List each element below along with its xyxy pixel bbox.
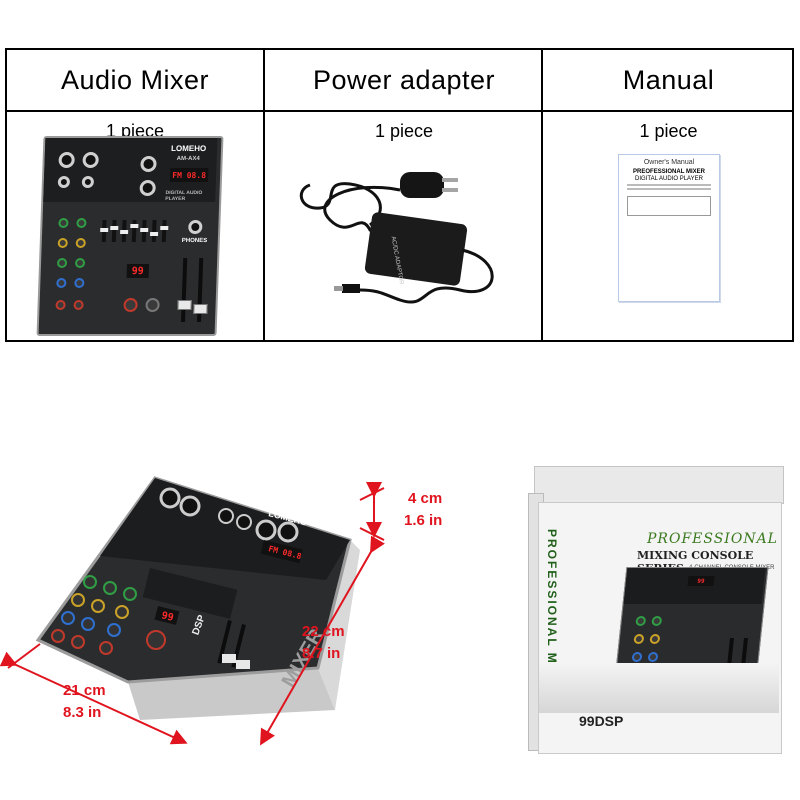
- box-display: 99: [687, 576, 715, 586]
- item-quantity: 1 piece: [639, 121, 698, 141]
- adapter-plug-pin: [442, 178, 458, 182]
- contents-column-manual: Manual 1 piece: [541, 50, 794, 340]
- knob: [103, 581, 117, 595]
- height-leader: [359, 527, 385, 541]
- manual-image: Owner's Manual PREOFESSIONAL MIXER DIGIT…: [618, 154, 720, 302]
- product-box: PROFESSIONAL MIXING CONSOLE SERIES 4-CHA…: [538, 502, 782, 754]
- knob: [71, 593, 85, 607]
- mixer-product-image: LOMEHO AM-AX4 FM 08.8 DIGITAL AUDIO PLAY…: [36, 136, 224, 336]
- knob: [71, 635, 85, 649]
- effect-display-bg: [154, 606, 180, 625]
- xlr-jack: [159, 487, 181, 509]
- depth-in: 8.7 in: [302, 645, 341, 662]
- line-jack: [218, 508, 234, 524]
- item-name: Audio Mixer: [7, 50, 263, 112]
- knob: [81, 617, 95, 631]
- knob: [91, 599, 105, 613]
- knob: [123, 587, 137, 601]
- box-title: PROFESSIONAL: [647, 531, 778, 547]
- player-label: DIGITAL AUDIO PLAYER: [165, 190, 203, 202]
- height-leader: [359, 487, 385, 501]
- adapter-plug: [400, 172, 444, 198]
- effect-display: 99: [126, 264, 150, 278]
- effect-display: 99: [160, 610, 174, 624]
- box-bottom-text: 99DSP: [579, 713, 624, 729]
- manual-header: Owner's Manual: [643, 159, 695, 166]
- knob: [51, 629, 65, 643]
- manual-text-line: [627, 184, 711, 186]
- adapter-dc-tip: [334, 286, 343, 291]
- knob: [83, 575, 97, 589]
- model-label: AM-AX4: [176, 156, 200, 162]
- adapter-plug-pin: [442, 188, 458, 192]
- player-display: FM 08.8: [169, 168, 209, 182]
- box-spine-text: PROFESSIONAL MIXER: [545, 529, 559, 701]
- fader-cap: [236, 660, 250, 669]
- adapter-cable: [359, 248, 494, 304]
- contents-column-adapter: Power adapter 1 piece: [263, 50, 543, 340]
- fader-cap: [222, 654, 236, 663]
- parameter-knob: [146, 630, 166, 650]
- eq-section: [142, 567, 238, 619]
- item-name: Power adapter: [265, 50, 543, 112]
- knob: [61, 611, 75, 625]
- adapter-cable: [323, 185, 401, 232]
- package-contents-table: Audio Mixer 1 piece Power adapter 1 piec…: [5, 48, 794, 342]
- manual-warning-box: [627, 196, 711, 216]
- xlr-jack: [179, 495, 201, 517]
- fader-slot: [217, 620, 232, 664]
- width-arrow: [0, 651, 188, 745]
- box-top-face: [534, 466, 784, 504]
- height-cm: 4 cm: [408, 490, 443, 507]
- depth-arrow: [260, 535, 385, 746]
- item-name: Manual: [543, 50, 794, 112]
- height-in: 1.6 in: [404, 512, 443, 529]
- width-leader: [7, 643, 41, 669]
- line-jack: [236, 514, 252, 530]
- knob: [107, 623, 121, 637]
- manual-subtitle: DIGITAL AUDIO PLAYER: [635, 176, 703, 182]
- adapter-brick: [364, 212, 468, 286]
- item-quantity: 1 piece: [374, 121, 434, 141]
- manual-title: PREOFESSIONAL MIXER: [633, 169, 705, 175]
- width-in: 8.3 in: [63, 704, 102, 721]
- power-adapter-image: AC/DC ADAPTOR: [299, 172, 494, 304]
- phones-label: PHONES: [181, 238, 208, 244]
- brand-label: LOMEHO: [170, 144, 207, 153]
- adapter-dc-tip: [342, 284, 360, 293]
- manual-text-line: [627, 188, 711, 190]
- knob: [115, 605, 129, 619]
- width-cm: 21 cm: [63, 682, 106, 699]
- dimension-arrows: [0, 482, 385, 746]
- depth-cm: 22 cm: [302, 623, 345, 640]
- adapter-cable: [299, 182, 382, 227]
